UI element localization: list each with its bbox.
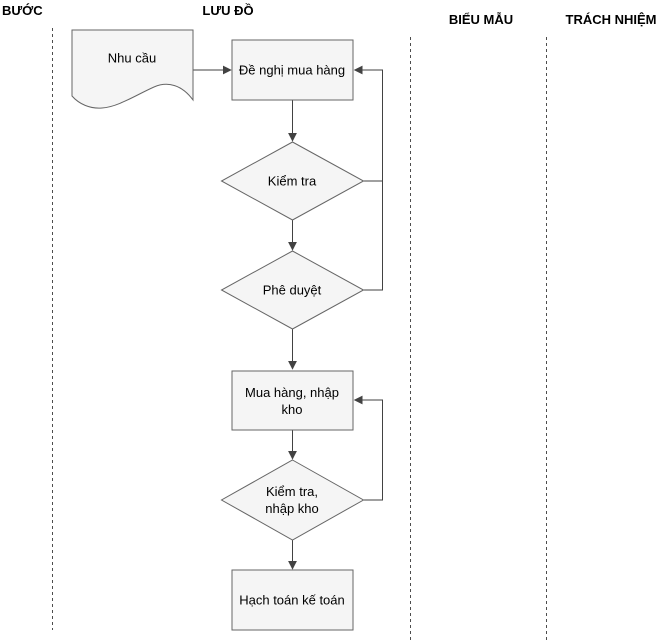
node-hach-toan-ke-toan-label: Hạch toán kế toán [239,592,345,608]
edge-feedback-kiem-tra-nhap-kho-to-mua-hang [353,395,383,501]
node-hach-toan-ke-toan-shape [231,569,354,631]
node-kiem-tra-label: Kiểm tra [267,173,317,189]
node-mua-hang-nhap-kho-label: Mua hàng, nhập kho [245,385,339,417]
column-header-trach-nhiem: TRÁCH NHIỆM [565,12,657,27]
column-header-luu-do: LƯU ĐỒ [202,3,254,18]
node-de-nghi-mua-hang-label: Đề nghị mua hàng [238,62,346,78]
column-header-bieu-mau: BIỂU MẪU [448,12,514,27]
edge-feedback-phe-duyet-to-de-nghi [353,65,383,291]
node-kiem-tra-nhap-kho-label: Kiểm tra, nhập kho [265,484,319,516]
node-kiem-tra-nhap-kho-shape [220,459,365,541]
node-phe-duyet-label: Phê duyệt [262,282,322,298]
node-de-nghi-mua-hang-shape [231,39,354,101]
node-nhu-cau-shape [71,29,194,109]
node-nhu-cau-label: Nhu cầu [107,50,157,66]
node-phe-duyet-shape [220,250,365,330]
node-mua-hang-nhap-kho-shape [231,370,354,431]
column-header-buoc: BƯỚC [2,3,43,18]
node-kiem-tra-shape [220,141,365,221]
